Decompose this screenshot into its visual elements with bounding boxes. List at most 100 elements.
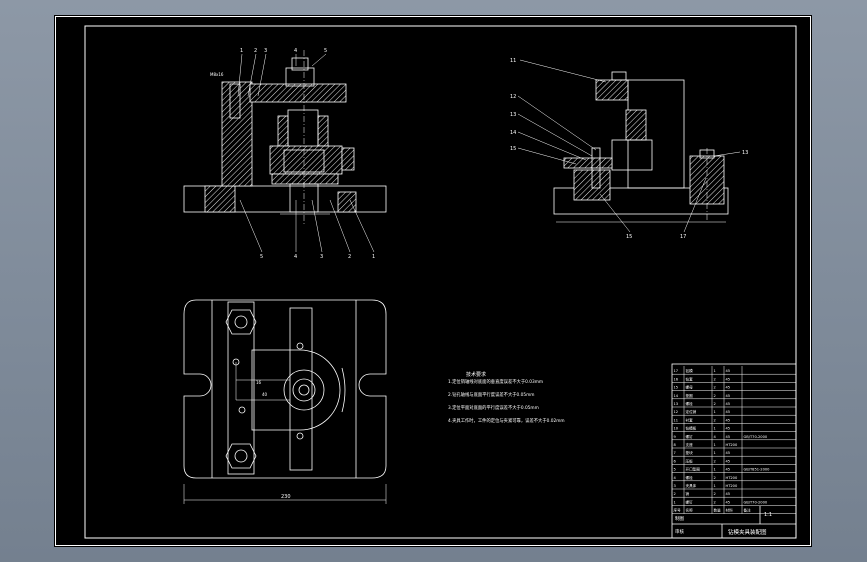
parts-list-cell: GB/T70-2000: [744, 435, 768, 439]
side-bottom-label-1: 15: [626, 234, 632, 240]
parts-list-cell: 2: [714, 394, 716, 398]
parts-list-cell: 45: [726, 377, 731, 381]
parts-list-cell: 45: [726, 500, 731, 504]
parts-list-cell: 1: [674, 500, 676, 504]
parts-list-cell: 9: [674, 435, 677, 439]
technical-requirements: 技术要求 1.定位销轴线对底面的垂直度误差不大于0.03mm 2.钻孔轴线与底面…: [448, 371, 565, 424]
front-bottom-label-4: 2: [348, 254, 351, 260]
parts-list-cell: 螺钉: [686, 499, 694, 504]
side-left-label-3: 13: [510, 112, 516, 118]
notes-title: 技术要求: [466, 371, 486, 378]
parts-list-cell: 压板: [686, 458, 694, 463]
plan-view: 16 40 230: [183, 299, 387, 504]
parts-list-cell: 开口垫圈: [686, 467, 701, 472]
parts-list-cell: 定位销: [686, 409, 697, 414]
side-left-label-5: 15: [510, 146, 516, 152]
parts-list-cell: 螺栓: [686, 401, 694, 406]
plan-inner-label-1: 16: [256, 380, 262, 385]
notes-line-2: 2.钻孔轴线与底面平行度误差不大于0.05mm: [448, 391, 535, 398]
parts-list-cell: 4: [714, 435, 717, 439]
parts-list-cell: 16: [674, 377, 679, 381]
front-bottom-label-5: 1: [372, 254, 375, 260]
title-block-drawing-name: 钻模夹具装配图: [728, 528, 767, 536]
parts-list-cell: 11: [674, 418, 679, 422]
side-left-label-2: 12: [510, 94, 516, 100]
front-bottom-label-1: 5: [260, 254, 263, 260]
parts-list-cell: 45: [726, 427, 731, 431]
parts-list-cell: GB/T70-2000: [744, 500, 768, 504]
parts-list-cell: 45: [726, 386, 731, 390]
parts-list-cell: 45: [726, 435, 731, 439]
parts-list-cell: 2: [714, 476, 716, 480]
parts-list-cell: 销: [686, 491, 690, 496]
front-bottom-label-2: 4: [294, 254, 297, 260]
side-left-label-1: 11: [510, 58, 516, 64]
parts-list-cell: 2: [714, 402, 716, 406]
parts-list-cell: 2: [714, 377, 716, 381]
parts-list-cell: 钻模: [686, 368, 694, 373]
parts-list-cell: 螺钉: [686, 434, 694, 439]
front-top-label-4: 4: [294, 48, 297, 54]
parts-list-cell: 1: [714, 484, 716, 488]
title-block-footer-mid: 审核: [675, 528, 684, 535]
parts-list-cell: 螺栓: [686, 475, 694, 480]
title-block-footer-left: 制图: [675, 515, 684, 522]
parts-list-cell: 2: [714, 418, 716, 422]
notes-line-1: 1.定位销轴线对底面的垂直度误差不大于0.03mm: [448, 378, 543, 385]
parts-list-cell: 垫块: [686, 450, 694, 455]
parts-list-cell: 45: [726, 492, 731, 496]
front-top-label-5: 5: [324, 48, 327, 54]
parts-list-cell: 1: [714, 410, 716, 414]
parts-list-cell: 1: [714, 443, 716, 447]
notes-line-4: 4.夹具工作时，工件的定位与夹紧可靠，误差不大于0.02mm: [448, 417, 565, 424]
parts-list-cell: 数量: [714, 508, 722, 513]
parts-list-cell: 45: [726, 410, 731, 414]
parts-list-cell: 45: [726, 459, 731, 463]
drawing-sheet: [54, 15, 812, 547]
plan-width-dim: 230: [281, 494, 291, 500]
parts-list-cell: 1: [714, 468, 716, 472]
parts-list-cell: 2: [674, 492, 676, 496]
parts-list-cell: GB/T851-2000: [744, 468, 771, 472]
parts-list-cell: 序号: [674, 508, 682, 513]
parts-list-cell: 2: [714, 386, 716, 390]
parts-list-cell: HT200: [726, 476, 738, 480]
front-top-label-2: 2: [254, 48, 257, 54]
parts-list-cell: 45: [726, 402, 731, 406]
parts-list-cell: 2: [714, 500, 716, 504]
parts-list-cell: 钻套: [686, 376, 694, 381]
parts-list-cell: 45: [726, 468, 731, 472]
parts-list-cell: HT200: [726, 484, 738, 488]
parts-list-cell: 17: [674, 369, 679, 373]
parts-list-cell: 14: [674, 394, 679, 398]
parts-list-cell: 衬套: [686, 417, 694, 422]
side-left-label-4: 14: [510, 130, 516, 136]
front-view-tag: M8x16: [210, 72, 224, 77]
parts-list-cell: 45: [726, 418, 731, 422]
parts-list-cell: 15: [674, 386, 679, 390]
inner-border: [84, 25, 797, 539]
parts-list-cell: 钻模板: [686, 426, 697, 431]
parts-list-cell: 3: [674, 484, 676, 488]
parts-list-cell: 支座: [686, 442, 694, 447]
parts-list-cell: 名称: [686, 508, 694, 513]
parts-list-cell: 夹具体: [686, 483, 697, 488]
parts-list-cell: 45: [726, 369, 731, 373]
parts-list-cell: 螺母: [686, 385, 694, 390]
front-section-view: M8x16 1 2 3 4 5 5 4 3 2 1: [183, 48, 387, 260]
front-top-label-1: 1: [240, 48, 243, 54]
parts-list-cell: 6: [674, 459, 677, 463]
title-block-scale: 1:1: [764, 512, 772, 518]
parts-list-cell: 5: [674, 468, 676, 472]
parts-list-cell: 10: [674, 427, 679, 431]
parts-list-cell: HT200: [726, 443, 738, 447]
outer-border: [55, 16, 811, 546]
parts-list-cell: 1: [714, 369, 716, 373]
parts-list-cell: 45: [726, 451, 731, 455]
front-top-label-3: 3: [264, 48, 267, 54]
notes-line-3: 3.定位平面对底面的平行度误差不大于0.05mm: [448, 404, 539, 411]
parts-list-cell: 材料: [726, 508, 734, 513]
plan-inner-label-2: 40: [262, 392, 268, 397]
